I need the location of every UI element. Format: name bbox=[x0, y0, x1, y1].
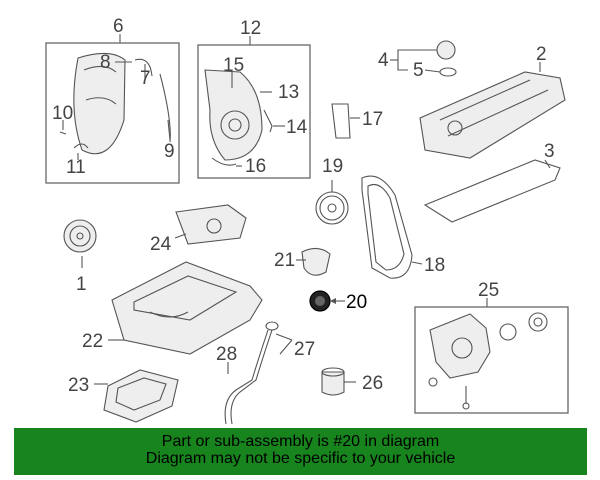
crank-pulley-group bbox=[63, 219, 97, 268]
callout-19: 19 bbox=[322, 156, 343, 177]
oil-plate-group bbox=[174, 204, 247, 245]
callout-3: 3 bbox=[544, 141, 555, 162]
callout-8: 8 bbox=[100, 52, 111, 73]
timing-cover-group bbox=[45, 34, 180, 184]
oil-filter-group bbox=[321, 367, 356, 396]
callout-25: 25 bbox=[478, 280, 499, 301]
callout-27: 27 bbox=[294, 339, 315, 360]
callout-14: 14 bbox=[286, 117, 308, 138]
callout-22: 22 bbox=[82, 331, 103, 352]
callout-21: 21 bbox=[274, 250, 295, 271]
oil-pan-group bbox=[108, 261, 263, 355]
banner-line-2: Diagram may not be specific to your vehi… bbox=[145, 450, 456, 467]
oil-pump-group bbox=[414, 298, 569, 414]
callout-16: 16 bbox=[245, 156, 266, 177]
callout-18: 18 bbox=[424, 255, 445, 276]
callout-9: 9 bbox=[164, 141, 175, 162]
callout-13: 13 bbox=[278, 82, 299, 103]
callout-24: 24 bbox=[150, 234, 172, 255]
callout-1: 1 bbox=[76, 274, 87, 295]
callout-2: 2 bbox=[536, 44, 547, 65]
callout-7: 7 bbox=[140, 68, 151, 89]
callout-20: 20 bbox=[346, 292, 367, 313]
callout-12: 12 bbox=[240, 18, 261, 39]
highlighted-part-20[interactable] bbox=[309, 290, 331, 312]
callout-15: 15 bbox=[223, 55, 244, 76]
callout-28: 28 bbox=[216, 344, 237, 365]
timing-belt-group bbox=[296, 175, 423, 312]
callout-11: 11 bbox=[66, 157, 86, 178]
info-banner: Part or sub-assembly is #20 in diagram D… bbox=[14, 428, 587, 475]
callout-26: 26 bbox=[362, 373, 383, 394]
callout-17: 17 bbox=[362, 109, 383, 130]
water-pump-group bbox=[197, 36, 311, 179]
dipstick-group bbox=[224, 321, 293, 425]
callout-5: 5 bbox=[413, 60, 424, 81]
callout-6: 6 bbox=[113, 16, 124, 37]
banner-line-1: Part or sub-assembly is #20 in diagram bbox=[161, 433, 440, 450]
callout-4: 4 bbox=[378, 50, 389, 71]
callout-23: 23 bbox=[68, 375, 89, 396]
bracket-group bbox=[331, 103, 360, 139]
oil-strainer-group bbox=[94, 369, 179, 423]
valve-cover-group bbox=[390, 40, 566, 223]
callout-10: 10 bbox=[52, 103, 73, 124]
